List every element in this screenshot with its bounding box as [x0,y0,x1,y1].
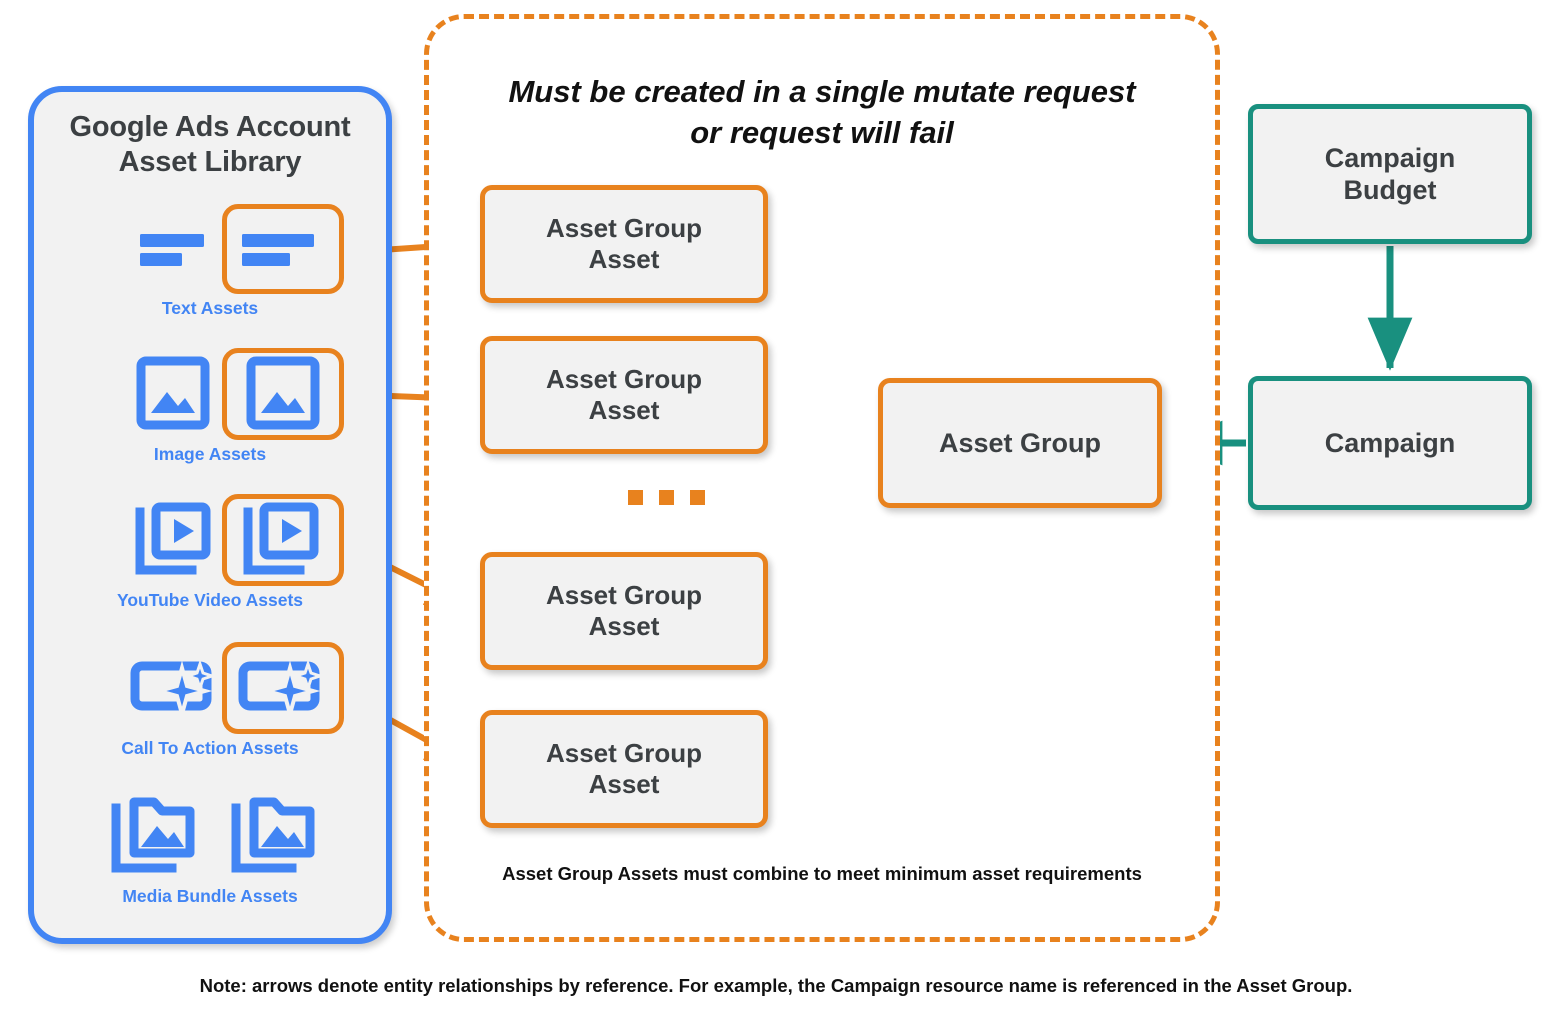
node-label-line1: Asset Group [545,363,703,394]
ellipsis-dot [628,490,643,505]
asset-group-asset-node[interactable]: Asset Group Asset [480,552,768,670]
selected-asset-highlight-video [222,494,344,586]
selected-asset-highlight-cta [222,642,344,734]
node-label-line2: Asset [588,769,660,799]
ellipsis-indicator [628,490,705,505]
selected-asset-highlight-image [222,348,344,440]
library-item-label: Media Bundle Assets [122,886,298,906]
library-title-line2: Asset Library [118,146,302,179]
node-label-line1: Asset Group [545,212,703,243]
node-label-line2: Asset [588,395,660,425]
selected-asset-highlight-text [222,204,344,294]
asset-library-panel: Google Ads Account Asset Library Text As… [28,86,392,944]
library-title: Google Ads Account Asset Library [34,110,386,181]
node-label: Campaign [1324,427,1456,458]
library-item-cta-assets[interactable]: Call To Action Assets [34,642,386,759]
library-item-media-bundle-assets[interactable]: Media Bundle Assets [34,790,386,907]
image-icon [136,356,210,430]
media-bundle-folder-icon [111,797,195,873]
library-title-line1: Google Ads Account [69,111,351,143]
library-item-label: Text Assets [161,298,259,318]
node-label-line2: Asset [588,611,660,641]
node-label-line1: Campaign [1324,142,1456,173]
library-item-label: YouTube Video Assets [116,590,304,610]
ellipsis-dot [659,490,674,505]
video-stack-icon [243,502,319,575]
mutate-title-line2: or request will fail [690,115,954,151]
library-item-video-assets[interactable]: YouTube Video Assets [34,494,386,611]
mutate-panel-footnote: Asset Group Assets must combine to meet … [502,863,1142,884]
node-label: Asset Group [938,427,1102,458]
mutate-title-line1: Must be created in a single mutate reque… [508,74,1136,109]
library-item-text-assets[interactable]: Text Assets [34,202,386,319]
asset-group-asset-node[interactable]: Asset Group Asset [480,710,768,828]
asset-group-node[interactable]: Asset Group [878,378,1162,508]
node-label-line1: Asset Group [545,737,703,768]
node-label-line2: Budget [1343,175,1437,205]
call-to-action-icon [130,660,216,718]
image-icon [246,356,320,430]
video-stack-icon [135,502,211,575]
media-bundle-folder-icon [231,797,315,873]
asset-group-asset-node[interactable]: Asset Group Asset [480,336,768,454]
asset-group-asset-node[interactable]: Asset Group Asset [480,185,768,303]
call-to-action-icon [238,660,324,718]
node-label-line1: Asset Group [545,579,703,610]
diagram-note: Note: arrows denote entity relationships… [199,975,1353,996]
campaign-node[interactable]: Campaign [1248,376,1532,510]
library-item-image-assets[interactable]: Image Assets [34,348,386,465]
node-label-line2: Asset [588,244,660,274]
library-item-label: Image Assets [153,444,267,464]
text-lines-icon [140,234,204,266]
ellipsis-dot [690,490,705,505]
text-lines-icon [242,234,314,266]
library-item-label: Call To Action Assets [121,738,299,758]
mutate-panel-title: Must be created in a single mutate reque… [459,71,1185,153]
campaign-budget-node[interactable]: Campaign Budget [1248,104,1532,244]
